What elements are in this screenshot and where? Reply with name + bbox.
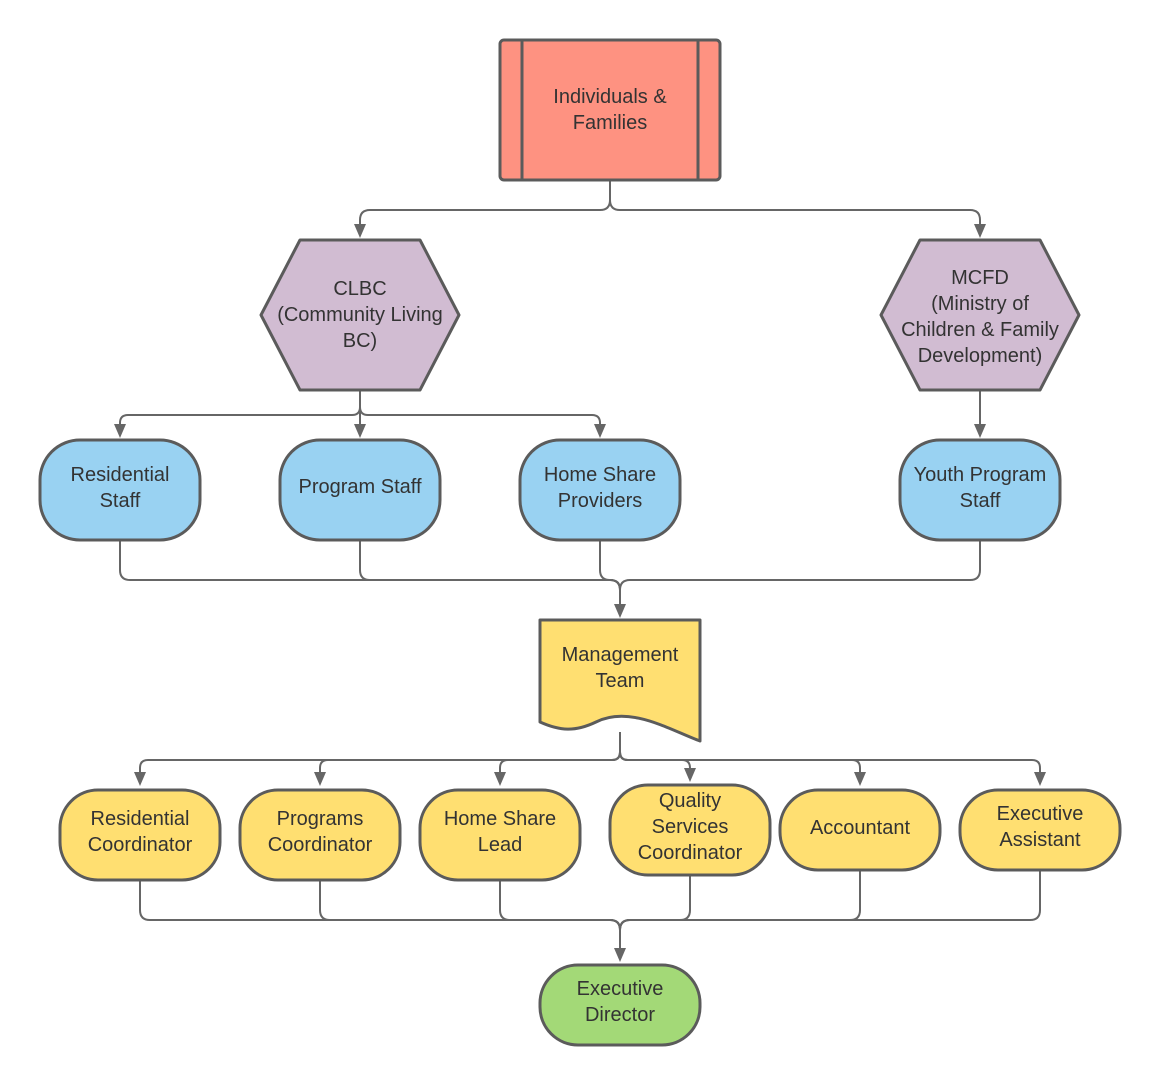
node-program-staff-shape	[278, 438, 442, 542]
node-youth-program-staff-shape	[898, 438, 1062, 542]
node-residential-coordinator-shape	[58, 788, 222, 882]
connector-clbc-to-home-share-providers	[359, 390, 601, 426]
connector-management-to-residential-coordinator	[139, 732, 621, 774]
node-individuals-families-label: Individuals & Families	[553, 86, 667, 134]
node-home-share-lead-shape	[418, 788, 582, 882]
arrowhead-home-share-providers	[594, 424, 606, 438]
arrowhead-mcfd	[974, 224, 986, 238]
connector-individuals-to-mcfd	[609, 180, 981, 226]
arrowhead-quality-services-coordinator	[684, 768, 696, 782]
connector-residential-coordinator-to-director	[139, 880, 621, 950]
connector-management-to-home-share-lead	[499, 732, 621, 774]
arrowhead-programs-coordinator	[314, 772, 326, 786]
arrowhead-clbc	[354, 224, 366, 238]
node-quality-services-coordinator-shape	[608, 783, 772, 877]
connector-management-to-accountant	[619, 732, 861, 774]
node-mcfd-label: MCFD (Ministry of Children & Family Deve…	[901, 267, 1059, 367]
connector-quality-services-coordinator-to-director	[619, 876, 691, 950]
connector-clbc-to-residential-staff	[119, 390, 361, 426]
connector-management-to-quality-services-coordinator	[619, 732, 691, 770]
node-residential-staff-label: Residential Staff	[70, 464, 170, 512]
arrowhead-executive-director	[614, 948, 626, 962]
node-residential-coordinator-label: Residential Coordinator	[87, 808, 193, 856]
node-mcfd-shape	[879, 238, 1081, 392]
node-management-team-label: Management Team	[561, 644, 679, 692]
connector-residential-staff-to-management	[119, 540, 621, 606]
connector-executive-assistant-to-director	[619, 870, 1041, 950]
arrowhead-home-share-lead	[494, 772, 506, 786]
shapes	[38, 38, 1122, 1047]
node-residential-staff-shape	[38, 438, 202, 542]
arrowhead-executive-assistant	[1034, 772, 1046, 786]
connector-youth-program-staff-to-management	[619, 540, 981, 606]
arrowhead-program-staff	[354, 424, 366, 438]
node-program-staff-label: Program Staff	[298, 476, 422, 498]
node-quality-services-coordinator-label: Quality Services Coordinator	[637, 790, 743, 864]
arrowhead-accountant	[854, 772, 866, 786]
node-programs-coordinator-shape	[238, 788, 402, 882]
node-clbc-shape	[259, 238, 461, 392]
node-executive-director-shape	[538, 963, 702, 1047]
node-management-team-shape	[538, 618, 702, 743]
node-executive-assistant-shape	[958, 788, 1122, 872]
connector-management-to-programs-coordinator	[319, 732, 621, 774]
node-clbc-label: CLBC (Community Living BC)	[277, 278, 443, 352]
arrowhead-residential-coordinator	[134, 772, 146, 786]
node-accountant-shape	[778, 788, 942, 872]
connector-program-staff-to-management	[359, 540, 621, 606]
node-accountant-label: Accountant	[809, 817, 911, 839]
arrowhead-management-team	[614, 604, 626, 618]
node-executive-assistant-label: Executive Assistant	[996, 803, 1084, 851]
node-individuals-families-shape	[498, 38, 722, 182]
arrowhead-residential-staff	[114, 424, 126, 438]
connector-management-to-executive-assistant	[619, 732, 1041, 774]
connector-home-share-lead-to-director	[499, 880, 621, 950]
node-youth-program-staff-label: Youth Program Staff	[913, 464, 1047, 512]
connector-programs-coordinator-to-director	[319, 880, 621, 950]
node-home-share-lead-label: Home Share Lead	[443, 808, 557, 856]
connectors	[114, 180, 1046, 962]
connector-individuals-to-clbc	[359, 180, 611, 226]
node-home-share-providers-label: Home Share Providers	[543, 464, 657, 512]
connector-home-share-providers-to-management	[599, 540, 621, 606]
connector-accountant-to-director	[619, 870, 861, 950]
node-home-share-providers-shape	[518, 438, 682, 542]
node-executive-director-label: Executive Director	[576, 978, 664, 1026]
node-programs-coordinator-label: Programs Coordinator	[267, 808, 373, 856]
arrowhead-youth-program-staff	[974, 424, 986, 438]
